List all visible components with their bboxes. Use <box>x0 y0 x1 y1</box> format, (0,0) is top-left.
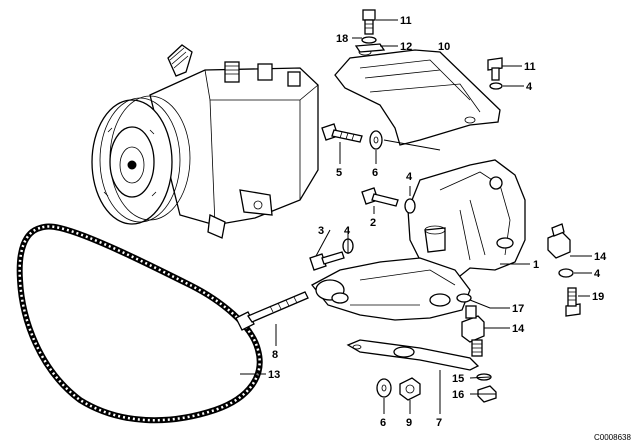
callout-12: 12 <box>400 41 412 53</box>
washer-6-lower <box>376 378 392 398</box>
drive-belt <box>16 223 263 424</box>
callout-15: 15 <box>452 373 464 385</box>
callout-14-lower: 14 <box>512 323 525 335</box>
bolt-19 <box>565 287 581 317</box>
callout-2: 2 <box>370 217 376 229</box>
bolt-11-right <box>487 57 503 81</box>
leader-lines <box>240 19 592 414</box>
callout-8: 8 <box>272 349 278 361</box>
callout-13: 13 <box>268 369 280 381</box>
tension-strap <box>346 339 480 371</box>
upper-bracket <box>334 48 501 146</box>
callout-5: 5 <box>336 167 342 179</box>
nut-9 <box>399 377 421 401</box>
callout-3: 3 <box>318 225 324 237</box>
callouts: 11 18 12 10 11 4 5 6 4 2 3 4 1 14 4 19 1… <box>268 15 607 429</box>
ac-compressor <box>91 44 319 239</box>
bolt-11-top <box>362 9 376 35</box>
washer-4-mid <box>404 198 416 214</box>
callout-6-lower: 6 <box>380 417 386 429</box>
bolt-2 <box>361 187 399 207</box>
plate-12 <box>354 43 386 53</box>
main-bracket <box>407 159 526 291</box>
callout-17: 17 <box>512 303 524 315</box>
callout-11-top: 11 <box>400 15 412 27</box>
washer-6-upper <box>369 130 383 150</box>
callout-4-top: 4 <box>526 81 533 93</box>
bolt-14-right <box>547 223 571 259</box>
callout-4-right: 4 <box>594 268 601 280</box>
callout-6-upper: 6 <box>372 167 378 179</box>
washer-4-right <box>558 268 574 278</box>
callout-4-mid: 4 <box>406 171 413 183</box>
lower-bracket <box>311 257 471 321</box>
callout-19: 19 <box>592 291 604 303</box>
washer-18 <box>361 36 377 44</box>
callout-10: 10 <box>438 41 450 53</box>
washer-17 <box>456 293 472 303</box>
bolt-5 <box>321 123 363 143</box>
callout-4-left: 4 <box>344 225 351 237</box>
callout-1: 1 <box>533 259 539 271</box>
bolt-8 <box>235 291 309 331</box>
bushing-14-lower <box>461 305 485 357</box>
reference-code: C0008638 <box>594 433 631 442</box>
callout-7: 7 <box>436 417 442 429</box>
bolt-3 <box>309 251 345 271</box>
callout-16: 16 <box>452 389 464 401</box>
callout-9: 9 <box>406 417 412 429</box>
callout-11-right: 11 <box>524 61 536 73</box>
callout-14-right: 14 <box>594 251 607 263</box>
washer-4-top <box>489 82 503 90</box>
callout-18: 18 <box>336 33 348 45</box>
